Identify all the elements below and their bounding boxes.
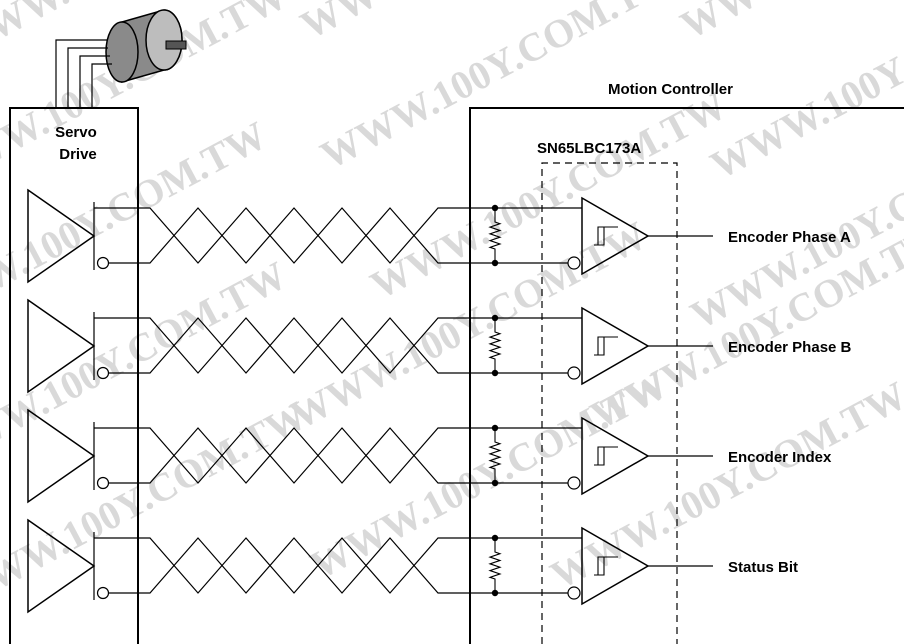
hysteresis-icon	[594, 446, 618, 466]
motor-cable	[55, 39, 112, 108]
twisted-pair	[94, 427, 495, 484]
twisted-pair-wire-b	[108, 207, 495, 264]
termination-resistor-icon	[488, 208, 502, 263]
line-receiver-icon	[581, 196, 650, 276]
twisted-pair-wire-a	[94, 427, 495, 484]
inverting-input-bubble-icon	[567, 366, 581, 380]
receiver-output-label: Encoder Phase A	[728, 229, 851, 246]
twisted-pair	[94, 537, 495, 594]
servo-drive-box	[9, 107, 139, 644]
line-receiver-icon	[581, 416, 650, 496]
termination-resistor-icon	[488, 428, 502, 483]
twisted-pair-wire-b	[108, 427, 495, 484]
channel-4: Status Bit	[27, 518, 798, 614]
inverting-input-bubble-icon	[567, 256, 581, 270]
servo-motor-icon	[105, 9, 187, 83]
receiver-chip-label: SN65LBC173A	[537, 140, 641, 157]
inverting-input-bubble-icon	[567, 586, 581, 600]
receiver-chip-outline	[541, 162, 678, 644]
watermark-text: WWW.100Y.COM.TW	[0, 392, 314, 618]
termination-resistor-icon	[488, 318, 502, 373]
inverting-output-bubble-icon	[96, 586, 110, 600]
twisted-pair-wire-b	[108, 537, 495, 594]
motion-controller-box	[469, 107, 904, 644]
line-receiver-icon	[581, 526, 650, 606]
line-receiver-icon	[581, 306, 650, 386]
twisted-pair-wire-a	[94, 207, 495, 264]
twisted-pair-wire-a	[94, 317, 495, 374]
line-driver-icon	[27, 298, 96, 394]
termination-resistor-icon	[488, 538, 502, 593]
inverting-input-bubble-icon	[567, 476, 581, 490]
hysteresis-icon	[594, 336, 618, 356]
inverting-output-bubble-icon	[96, 476, 110, 490]
line-driver-icon	[27, 408, 96, 504]
channel-1: Encoder Phase A	[27, 188, 851, 284]
inverting-output-bubble-icon	[96, 256, 110, 270]
receiver-output-label: Status Bit	[728, 559, 798, 576]
twisted-pair	[94, 207, 495, 264]
inverting-output-bubble-icon	[96, 366, 110, 380]
line-driver-icon	[27, 188, 96, 284]
receiver-output-label: Encoder Phase B	[728, 339, 852, 356]
receiver-output-label: Encoder Index	[728, 449, 832, 466]
channel-2: Encoder Phase B	[27, 298, 852, 394]
twisted-pair	[94, 317, 495, 374]
twisted-pair-wire-b	[108, 317, 495, 374]
line-driver-icon	[27, 518, 96, 614]
watermark-text: WWW.100Y.COM.TW	[703, 0, 904, 188]
servo-drive-label: Servo Drive	[55, 124, 101, 163]
twisted-pair-wire-a	[94, 537, 495, 594]
motion-controller-label: Motion Controller	[608, 81, 733, 98]
hysteresis-icon	[594, 556, 618, 576]
channels: Encoder Phase A Encoder Phase B Encoder In…	[27, 188, 852, 614]
channel-3: Encoder Index	[27, 408, 832, 504]
hysteresis-icon	[594, 226, 618, 246]
watermark-text: WWW.100Y.COM.TW	[673, 0, 904, 48]
